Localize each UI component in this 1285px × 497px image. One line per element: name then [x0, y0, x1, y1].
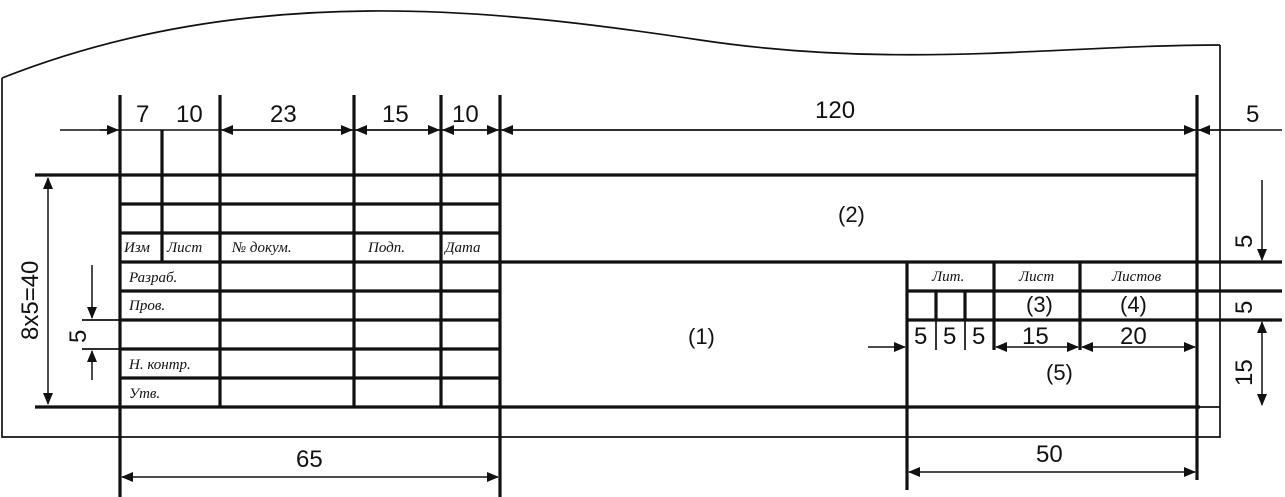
stamp-zone-5: (5) [1046, 360, 1073, 385]
dim-label-right-mid: 5 [1231, 301, 1258, 314]
col-header-podp: Подп. [367, 240, 405, 256]
zone-2: (2) [838, 202, 865, 227]
row-label-razrab: Разраб. [128, 270, 177, 286]
stamp-sub-15: 15 [1022, 323, 1049, 350]
row-label-n-kontr: Н. контр. [128, 357, 191, 373]
row-label-utv: Утв. [129, 386, 160, 402]
dim-label-5-top: 5 [1246, 101, 1259, 128]
dim-label-10b: 10 [452, 101, 479, 128]
stamp-sub-20: 20 [1120, 323, 1147, 350]
stamp-zone-3: (3) [1026, 292, 1053, 317]
dim-label-left-total: 8x5=40 [17, 261, 44, 340]
stamp-sub-5b: 5 [943, 323, 956, 350]
stamp-zone-4: (4) [1120, 292, 1147, 317]
dim-label-23: 23 [270, 101, 297, 128]
col-header-data: Дата [443, 240, 481, 256]
stamp-sub-5a: 5 [914, 323, 927, 350]
col-header-num-dokum: № докум. [231, 240, 292, 256]
dim-label-120: 120 [815, 97, 855, 124]
dim-label-bottom-50: 50 [1036, 441, 1063, 468]
dim-label-right-top: 5 [1231, 235, 1258, 248]
zone-1: (1) [688, 324, 715, 349]
dim-label-right-bottom: 15 [1231, 359, 1258, 386]
dim-label-7: 7 [136, 101, 149, 128]
dim-label-row: 5 [65, 330, 92, 343]
stamp-label-list: Лист [1018, 269, 1054, 285]
dim-label-15: 15 [382, 101, 409, 128]
col-header-izm: Изм [123, 240, 150, 256]
col-header-list: Лист [166, 240, 202, 256]
sheet-wavy-top-edge [1, 10, 1221, 79]
stamp-label-listov: Листов [1111, 269, 1162, 285]
stamp-label-lit: Лит. [931, 269, 964, 285]
dim-label-bottom-65: 65 [296, 446, 323, 473]
stamp-sub-5c: 5 [972, 323, 985, 350]
sheet-outline [1, 45, 1221, 438]
row-label-prov: Пров. [128, 298, 165, 314]
dim-label-10a: 10 [176, 101, 203, 128]
